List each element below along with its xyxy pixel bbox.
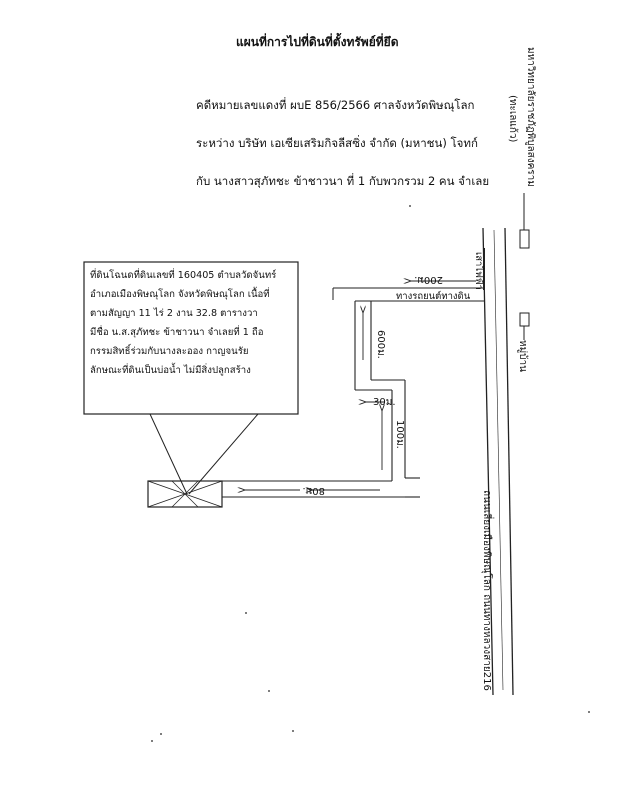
scan-speck <box>151 740 153 742</box>
land-plot <box>147 480 223 508</box>
distance-label-600m: 600ม. <box>375 330 386 359</box>
scan-speck <box>268 690 270 692</box>
main-road-right-edge <box>504 227 514 696</box>
page-title: แผนที่การไปที่ดินที่ตั้งทรัพย์ที่ยึด <box>236 35 399 49</box>
distance-label-100m: 100ม. <box>394 420 405 449</box>
scan-speck <box>409 205 411 207</box>
callout-line: ลักษณะที่ดินเป็นบ่อน้ำ ไม่มีสิ่งปลูกสร้า… <box>90 365 251 376</box>
university-label: มหาวิทยาลัยราชภัฏพิบูลสงคราม <box>525 47 536 187</box>
callout-pointer-right <box>188 413 259 495</box>
electric-pole-label: เสาไฟฟ้า <box>473 252 485 290</box>
scan-speck <box>160 733 162 735</box>
callout-line: ที่ดินโฉนดที่ดินเลขที่ 160405 ตำบลวัดจัน… <box>90 270 277 281</box>
callout-text: ที่ดินโฉนดที่ดินเลขที่ 160405 ตำบลวัดจัน… <box>90 266 296 380</box>
main-road-left-edge <box>482 227 494 696</box>
callout-pointer-left <box>149 413 188 495</box>
distance-label-30m: 30ม. <box>373 397 396 408</box>
scan-speck <box>292 730 294 732</box>
callout-box <box>83 261 299 415</box>
distance-label-80m: 80ม. <box>303 485 326 496</box>
scan-speck <box>588 711 590 713</box>
main-road-divider <box>493 229 504 691</box>
parties-defendant-line: กับ นางสาวสุภัทชะ ข้าชาวนา ที่ 1 กับพวกร… <box>196 174 490 188</box>
village-marker-icon <box>519 312 530 327</box>
scan-speck <box>245 612 247 614</box>
main-road-label: ถนนเลี่ยงเมืองพิษณุโลก ถนนทางหลวงสาย216 <box>481 490 495 691</box>
university-sublabel: (ทะเลแก้ว) <box>507 95 519 143</box>
case-number-line: คดีหมายเลขแดงที่ ผบE 856/2566 ศาลจังหวัด… <box>196 98 475 112</box>
callout-line: ตามสัญญา 11 ไร่ 2 งาน 32.8 ตารางวา <box>90 308 258 319</box>
university-marker-icon <box>519 229 530 249</box>
parties-plaintiff-line: ระหว่าง บริษัท เอเซียเสริมกิจลีสซิ่ง จำก… <box>196 136 478 150</box>
dirt-road-label: ทางรถยนต์ทางดิน <box>396 290 471 302</box>
distance-label-200m: 200ม. <box>414 274 443 285</box>
callout-line: กรรมสิทธิ์ร่วมกับนางละออง กาญจนรัย <box>90 346 249 357</box>
callout-line: มีชื่อ น.ส.สุภัทชะ ข้าชาวนา จำเลยที่ 1 ถ… <box>90 327 264 338</box>
callout-line: อำเภอเมืองพิษณุโลก จังหวัดพิษณุโลก เนื้อ… <box>90 289 270 300</box>
village-label: หมู่บ้าน <box>517 340 529 372</box>
